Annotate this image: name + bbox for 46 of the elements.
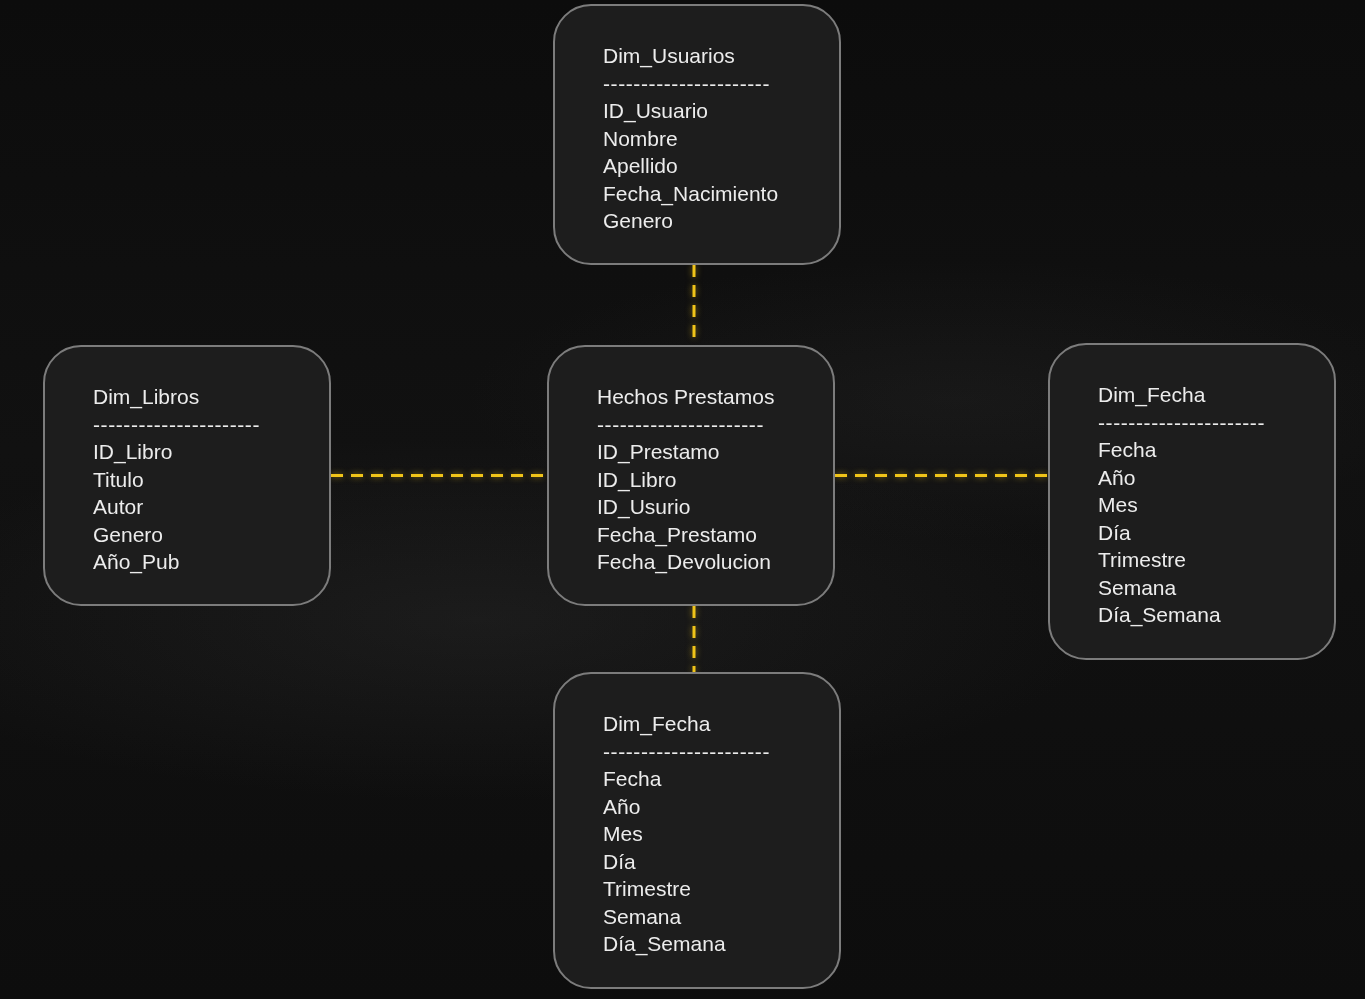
divider-text: ---------------------- bbox=[1098, 409, 1266, 436]
field-name: Día_Semana bbox=[1098, 602, 1221, 629]
table-title: Dim_Libros bbox=[93, 384, 200, 411]
field-name: ID_Usurio bbox=[597, 494, 691, 521]
dashed-connector bbox=[692, 606, 696, 672]
field-name: Semana bbox=[1098, 574, 1177, 601]
field-name: Año bbox=[603, 793, 641, 820]
field-name: Mes bbox=[603, 821, 643, 847]
field-name: Fecha_Nacimiento bbox=[603, 180, 779, 207]
field-name: Año_Pub bbox=[93, 549, 180, 576]
field-name: Autor bbox=[93, 494, 144, 520]
divider-text: ---------------------- bbox=[603, 738, 771, 765]
table-title: Dim_Usuarios bbox=[603, 43, 735, 70]
table-box bbox=[553, 672, 841, 989]
field-name: Mes bbox=[1098, 492, 1138, 518]
table-box bbox=[1048, 343, 1336, 660]
field-name: Día bbox=[603, 848, 636, 875]
field-name: Trimestre bbox=[1098, 547, 1186, 573]
table-title: Dim_Fecha bbox=[1098, 382, 1206, 409]
table-box bbox=[553, 4, 841, 265]
table-box bbox=[547, 345, 835, 606]
field-name: Día_Semana bbox=[603, 931, 726, 958]
field-name: Día bbox=[1098, 519, 1131, 546]
field-name: Semana bbox=[603, 903, 682, 930]
field-name: Trimestre bbox=[603, 876, 691, 902]
divider-text: ---------------------- bbox=[603, 70, 771, 97]
field-name: Fecha_Prestamo bbox=[597, 521, 757, 548]
field-name: ID_Prestamo bbox=[597, 439, 720, 466]
field-name: Año bbox=[1098, 464, 1136, 491]
field-name: Apellido bbox=[603, 153, 678, 179]
field-name: Titulo bbox=[93, 466, 144, 493]
field-name: ID_Libro bbox=[93, 439, 173, 466]
field-name: Fecha bbox=[603, 766, 662, 792]
field-name: Genero bbox=[603, 208, 674, 234]
table-title: Hechos Prestamos bbox=[597, 384, 775, 410]
divider-text: ---------------------- bbox=[93, 411, 261, 438]
field-name: Nombre bbox=[603, 125, 678, 152]
field-name: Fecha bbox=[1098, 437, 1157, 463]
divider-text: ---------------------- bbox=[597, 411, 765, 438]
field-name: Fecha_Devolucion bbox=[597, 549, 771, 576]
table-title: Dim_Fecha bbox=[603, 711, 711, 738]
table-box bbox=[43, 345, 331, 606]
dashed-connector bbox=[835, 474, 1048, 477]
field-name: ID_Usuario bbox=[603, 98, 709, 125]
field-name: ID_Libro bbox=[597, 466, 677, 493]
field-name: Genero bbox=[93, 521, 164, 548]
